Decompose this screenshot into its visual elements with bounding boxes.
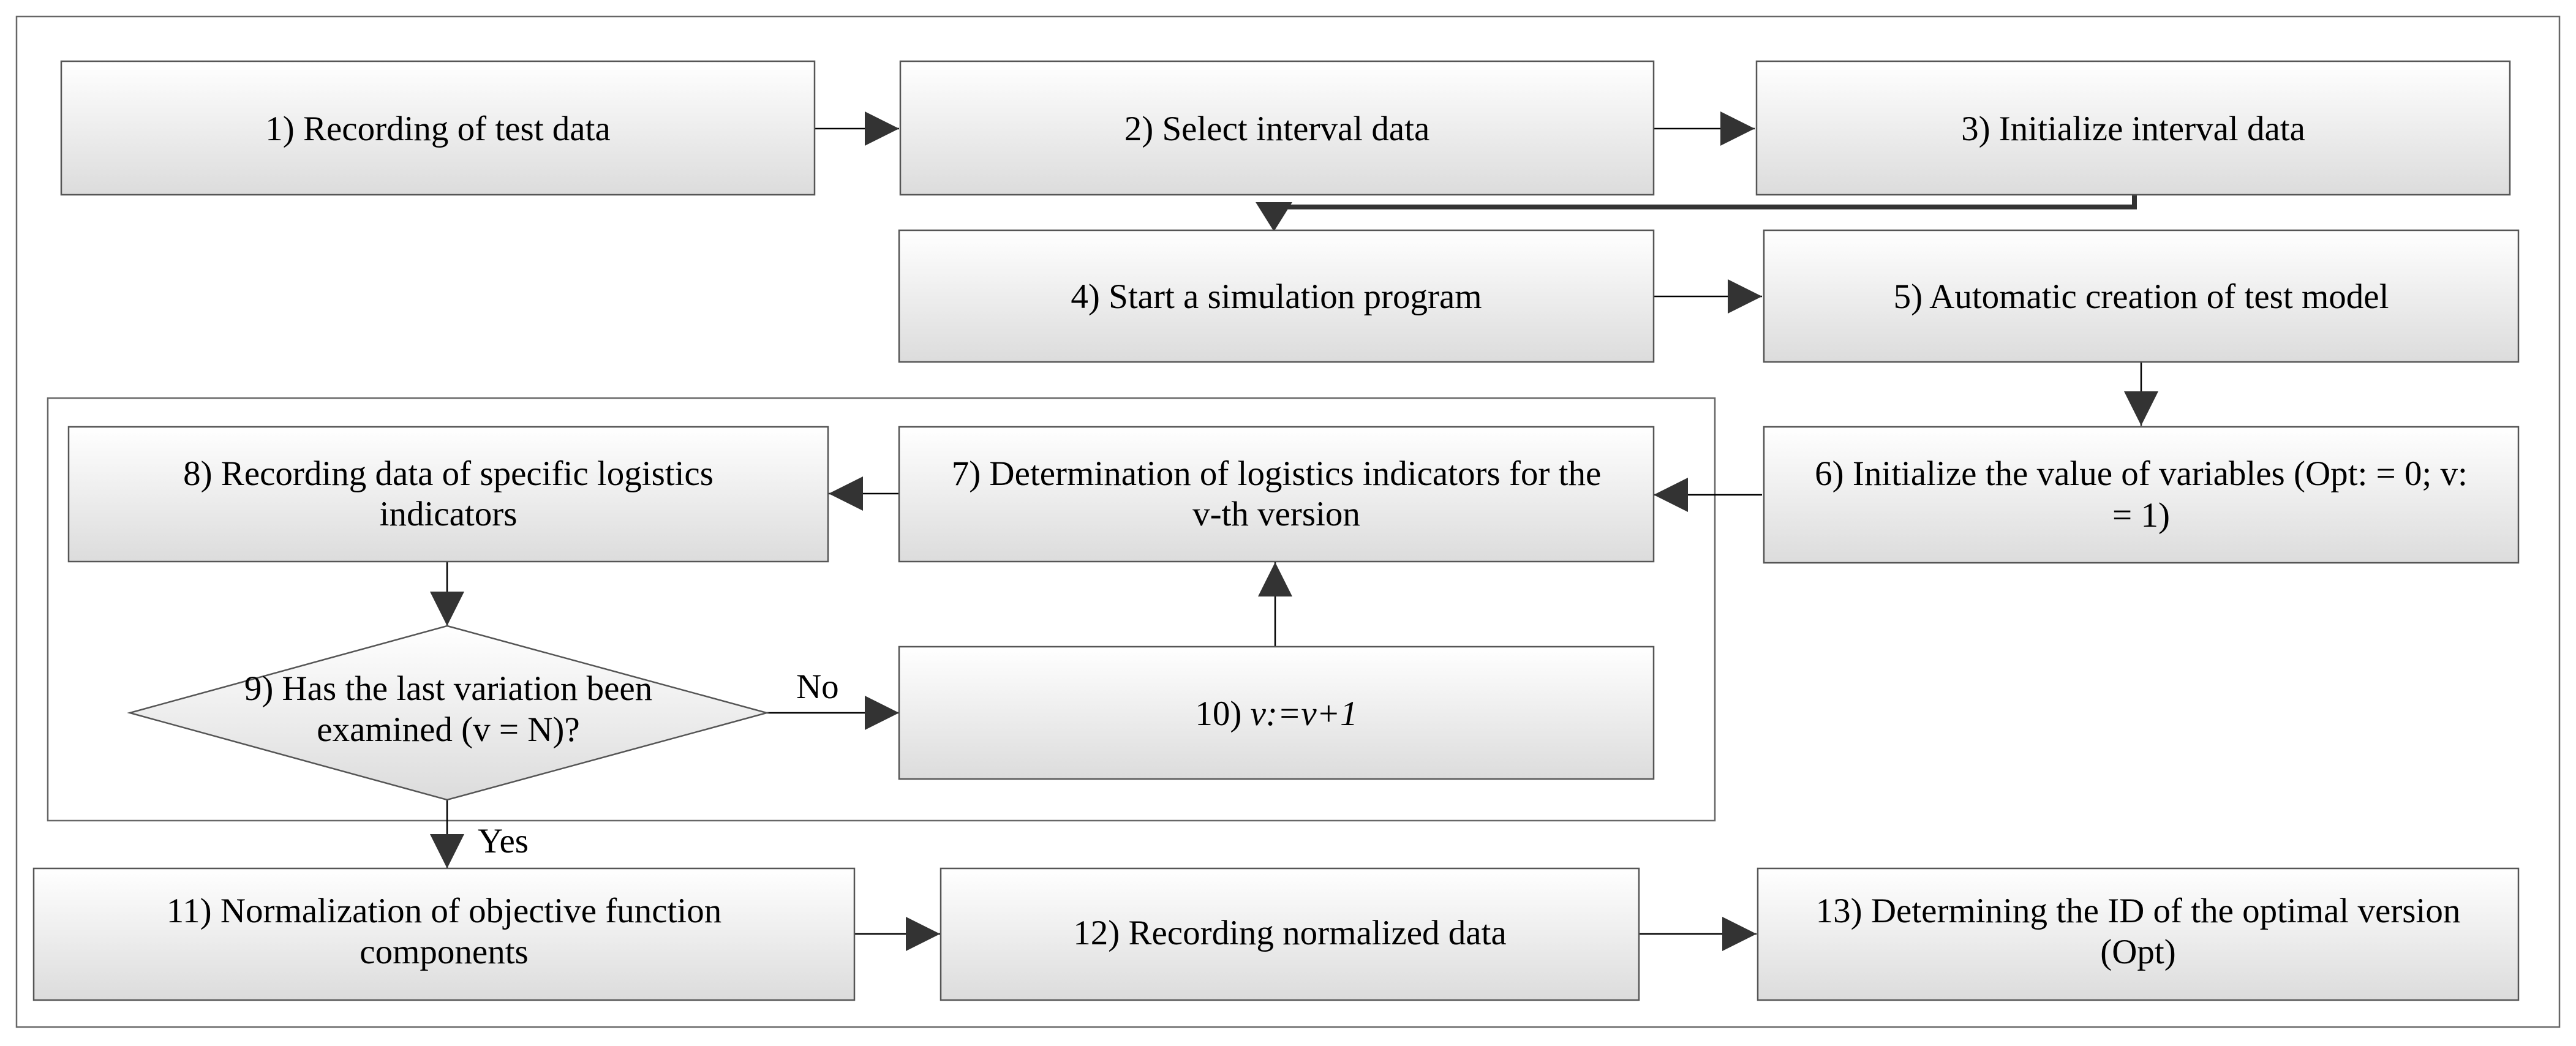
node-10-prefix: 10) [1195,694,1250,733]
node-10-increment-v: 10) v:=v+1 [898,645,1655,780]
node-7-line2: v-th version [1192,495,1360,533]
node-3-label: 3) Initialize interval data [1961,110,2305,148]
node-1-label: 1) Recording of test data [265,110,611,148]
edge-label-no: No [796,668,839,706]
node-7-determine-indicators: 7) Determination of logistics indicators… [898,426,1655,563]
node-5-automatic-test-model: 5) Automatic creation of test model [1763,229,2520,363]
outer-frame [15,15,2561,1028]
edge-3-to-4-arrowhead [1256,202,1292,231]
node-8-line1: 8) Recording data of specific logistics [183,454,714,493]
node-10-formula: v:=v+1 [1251,694,1358,733]
node-12-recording-normalized: 12) Recording normalized data [940,867,1640,1001]
node-10-label: 10) v:=v+1 [1195,694,1357,733]
node-11-line2: components [360,933,528,971]
node-8-recording-indicators: 8) Recording data of specific logistics … [67,426,829,563]
node-5-label: 5) Automatic creation of test model [1894,277,2389,316]
loop-group-frame [47,397,1716,822]
node-3-initialize-interval-data: 3) Initialize interval data [1755,60,2511,196]
node-9-line2: examined (v = N)? [317,710,579,749]
node-11-line1: 11) Normalization of objective function [167,892,721,930]
node-4-label: 4) Start a simulation program [1071,277,1482,316]
node-9-decision-last-variation: 9) Has the last variation been examined … [127,625,770,801]
node-6-initialize-variables: 6) Initialize the value of variables (Op… [1763,426,2520,564]
node-1-recording-test-data: 1) Recording of test data [60,60,816,196]
node-4-start-simulation: 4) Start a simulation program [898,229,1655,363]
edge-3-to-4 [1271,195,2137,216]
node-11-normalization: 11) Normalization of objective function … [32,867,856,1001]
node-6-line1: 6) Initialize the value of variables (Op… [1815,454,2468,493]
node-12-label: 12) Recording normalized data [1073,914,1507,952]
node-7-line1: 7) Determination of logistics indicators… [952,454,1602,493]
node-13-line2: (Opt) [2100,933,2175,971]
node-9-line1: 9) Has the last variation been [244,669,652,708]
node-2-select-interval-data: 2) Select interval data [899,60,1655,196]
node-2-label: 2) Select interval data [1124,110,1430,148]
node-13-line1: 13) Determining the ID of the optimal ve… [1816,892,2461,930]
node-8-line2: indicators [380,495,518,533]
node-13-determine-optimal: 13) Determining the ID of the optimal ve… [1757,867,2520,1001]
node-6-line2: = 1) [2112,496,2170,535]
edge-label-yes: Yes [478,822,529,860]
